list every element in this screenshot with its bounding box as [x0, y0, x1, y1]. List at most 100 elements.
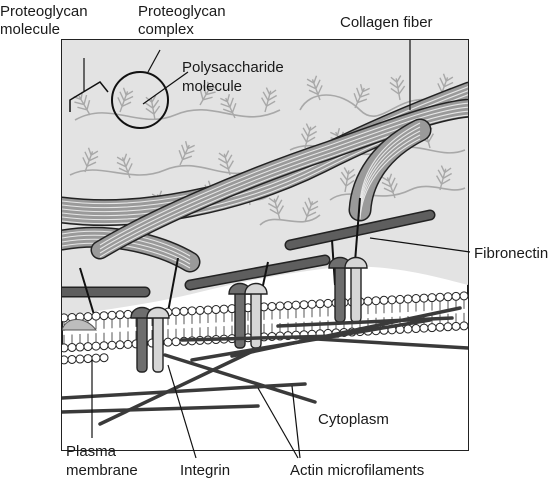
lipid-head: [299, 300, 309, 310]
label-polysaccharide-molecule: Polysaccharide molecule: [182, 59, 288, 95]
lipid-head: [91, 341, 101, 351]
lipid-head: [451, 291, 461, 301]
lipid-head: [267, 301, 277, 311]
lipid-head: [411, 324, 421, 334]
lipid-head: [403, 294, 413, 304]
lipid-head: [451, 321, 461, 331]
lipid-head: [283, 301, 293, 311]
lipid-head: [395, 294, 405, 304]
lipid-head: [459, 291, 468, 301]
lipid-head: [99, 341, 109, 351]
lipid-head: [171, 337, 181, 347]
lipid-head: [443, 292, 453, 302]
lipid-head: [203, 305, 213, 315]
lipid-head: [411, 294, 421, 304]
lipid-head: [91, 353, 101, 363]
integrin-head: [146, 306, 170, 319]
proteoglycan-complex-leader: [147, 49, 161, 73]
fibronectin-molecules: [62, 209, 436, 298]
lipid-head: [419, 323, 429, 333]
collagen-fiber-stripe: [62, 242, 191, 269]
collagen-fiber-stripe: [62, 234, 191, 261]
lipid-head: [307, 299, 317, 309]
lipid-head: [427, 293, 437, 303]
lipid-head: [107, 310, 117, 320]
lipid-head: [371, 296, 381, 306]
collagen-fiber-stripe: [62, 238, 191, 265]
integrin-head: [244, 282, 268, 295]
fibronectin-leader: [369, 237, 471, 253]
lipid-head: [459, 321, 468, 331]
collagen-fiber-stripe: [99, 102, 468, 246]
collagen-fiber-stripe: [359, 138, 421, 220]
integrin-head: [344, 256, 368, 269]
collagen-fiber-stripe: [359, 130, 421, 212]
lipid-head: [195, 305, 205, 315]
collagen-fiber-stripe: [359, 122, 421, 204]
integrin-stalk: [334, 263, 346, 323]
collagen-fiber-body: [92, 100, 468, 258]
actin-microfilaments: [62, 306, 468, 426]
actin-leader-b: [291, 385, 301, 459]
membrane-protein-blob: [62, 319, 97, 331]
lipid-head: [83, 354, 93, 364]
lipid-head: [323, 298, 333, 308]
lipid-head: [403, 324, 413, 334]
lipid-head: [427, 323, 437, 333]
label-proteoglycan-complex: Proteoglycan complex: [138, 3, 230, 38]
label-actin-microfilaments: Actin microfilaments: [290, 462, 424, 479]
lipid-head: [291, 300, 301, 310]
actin-leader-a: [257, 387, 299, 459]
lipid-head: [163, 337, 173, 347]
lipid-head: [75, 354, 85, 364]
lipid-head: [99, 353, 109, 363]
lipid-head: [435, 292, 445, 302]
collagen-fibers: [62, 81, 468, 273]
label-fibronectin: Fibronectin: [474, 245, 548, 262]
lipid-head: [83, 342, 93, 352]
lipid-head: [75, 342, 85, 352]
lipid-head: [123, 339, 133, 349]
lipid-head: [67, 342, 77, 352]
integrin-proteins: [130, 256, 368, 373]
label-proteoglycan-molecule: Proteoglycan molecule: [0, 3, 92, 38]
integrin-leader: [167, 364, 197, 459]
proteoglycan-molecule-bracket: [69, 81, 109, 112]
integrin-stalk: [350, 263, 362, 323]
lipid-head: [219, 304, 229, 314]
lipid-head: [115, 310, 125, 320]
lipid-head: [83, 312, 93, 322]
lipid-head: [179, 306, 189, 316]
lipid-head: [91, 311, 101, 321]
lipid-head: [115, 340, 125, 350]
lipid-head: [387, 295, 397, 305]
lipid-head: [435, 322, 445, 332]
lipid-head: [107, 340, 117, 350]
proteoglycan-complex-circle: [111, 71, 169, 129]
collagen-fiber-stripe: [99, 114, 468, 258]
label-collagen-fiber: Collagen fiber: [340, 14, 433, 31]
lipid-head: [443, 322, 453, 332]
lipid-head: [211, 305, 221, 315]
lipid-head: [379, 295, 389, 305]
lipid-head: [363, 296, 373, 306]
lipid-head: [187, 306, 197, 316]
collagen-fiber-stripe: [359, 126, 421, 208]
lipid-head: [275, 301, 285, 311]
label-cytoplasm: Cytoplasm: [318, 411, 389, 428]
lipid-head: [315, 299, 325, 309]
collagen-fiber-stripe: [99, 110, 468, 254]
integrin-stalk: [136, 313, 148, 373]
label-plasma-membrane: Plasma membrane: [66, 443, 138, 479]
label-integrin: Integrin: [180, 462, 230, 479]
collagen-fiber-stripe: [359, 134, 421, 216]
lipid-head: [171, 307, 181, 317]
collagen-fiber-body: [62, 228, 199, 271]
integrin-stalk: [152, 313, 164, 373]
lipid-head: [419, 293, 429, 303]
polysaccharide-leader: [142, 71, 189, 105]
lipid-head: [99, 311, 109, 321]
lipid-head: [67, 354, 77, 364]
collagen-fiber-stripe: [99, 106, 468, 250]
